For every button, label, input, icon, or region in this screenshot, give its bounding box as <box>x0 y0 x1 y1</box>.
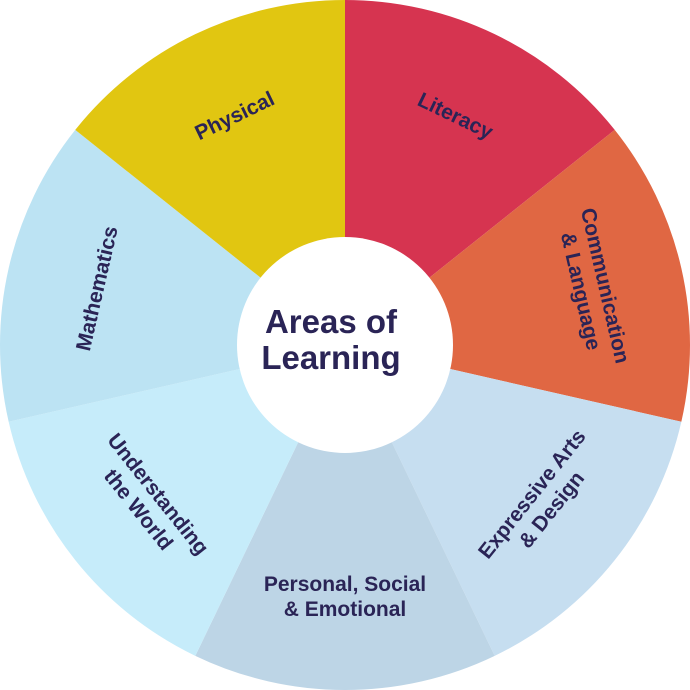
center-title-line1: Areas of <box>265 303 398 340</box>
segment-mathematics <box>0 129 283 422</box>
segment-physical <box>75 0 346 296</box>
center-hub <box>237 237 453 453</box>
segment-personal-social-emotional <box>195 417 495 690</box>
segment-communication-language <box>407 129 690 422</box>
segment-label-personal-social-emotional-line2: & Emotional <box>284 598 407 621</box>
segment-literacy <box>345 0 615 296</box>
label-group-personal-social-emotional: Personal, Social& Emotional <box>264 573 426 621</box>
segment-label-personal-social-emotional-line1: Personal, Social <box>264 573 426 596</box>
center-title-line2: Learning <box>261 339 400 376</box>
segment-understanding-world <box>8 362 311 656</box>
segment-expressive-arts-design <box>379 362 682 656</box>
